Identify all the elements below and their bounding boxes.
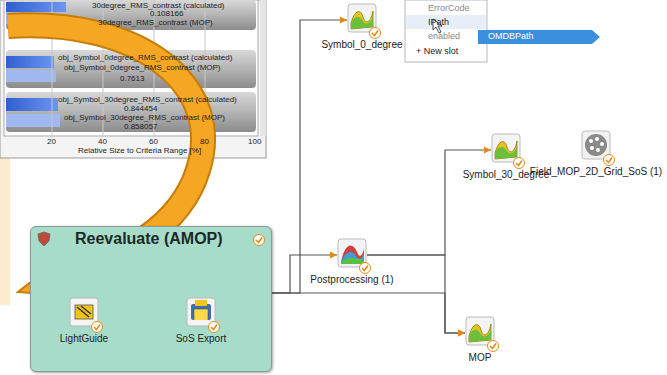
arrow-head xyxy=(458,330,465,337)
connector xyxy=(272,20,347,293)
chart-bar xyxy=(6,2,66,12)
connector xyxy=(367,255,465,333)
axis-tick: 60 xyxy=(149,137,158,146)
chart-value: 0.858057 xyxy=(124,122,157,131)
node-label: Field_MOP_2D_Grid_SoS (1) xyxy=(528,166,665,177)
context-menu xyxy=(405,0,487,62)
chart-series-label: 30degree_RMS_contrast (MOP) xyxy=(98,18,213,27)
node-label: Symbol_0_degree xyxy=(319,39,405,50)
chart-series-label: 30degree_RMS_contrast (calculated) xyxy=(92,1,225,10)
arrow-head xyxy=(484,147,491,154)
menu-gap xyxy=(407,52,413,53)
axis-tick: 40 xyxy=(98,137,107,146)
node-label: MOP xyxy=(463,352,497,363)
group-title: Reevaluate (AMOP) xyxy=(75,230,223,248)
workflow-node: LightGuide xyxy=(58,297,111,346)
tooltip-text: OMDBPath xyxy=(488,31,534,41)
workflow-node: SoS Export xyxy=(174,297,229,346)
workflow-node: Symbol_0_degree xyxy=(319,3,405,52)
menu-item: + New slot xyxy=(416,46,458,56)
axis-tick: 100 xyxy=(248,137,261,146)
axis-tick: 80 xyxy=(200,137,209,146)
chart-series-label: obj_Symbol_0degree_RMS_contrast (calcula… xyxy=(58,53,232,62)
arrow-head xyxy=(458,330,465,337)
chart-bar xyxy=(6,56,54,68)
chart-series-label: obj_Symbol_30degree_RMS_contrast (MOP) xyxy=(64,113,225,122)
chart-value: 0.844454 xyxy=(124,104,157,113)
tooltip-box xyxy=(478,30,600,44)
workflow-node: Field_MOP_2D_Grid_SoS (1) xyxy=(528,130,665,179)
chart-bar xyxy=(6,70,56,82)
menu-item: ErrorCode xyxy=(428,3,470,13)
menu-highlight xyxy=(406,15,486,29)
node-label: SoS Export xyxy=(174,333,229,344)
chart-value: 0.108166 xyxy=(150,9,183,18)
chart-series-label: obj_Symbol_30degree_RMS_contrast (calcul… xyxy=(58,95,237,104)
chart-row xyxy=(6,50,256,88)
arrow-head xyxy=(330,252,337,259)
workflow-node: Postprocessing (1) xyxy=(308,238,396,287)
axis-tick: 20 xyxy=(47,137,56,146)
node-label: Postprocessing (1) xyxy=(308,274,396,285)
node-label: LightGuide xyxy=(58,333,111,344)
connector xyxy=(272,293,465,333)
workflow-node: MOP xyxy=(463,316,497,365)
shield-icon xyxy=(37,231,51,251)
axis-title: Relative Size to Criteria Range [%] xyxy=(78,146,201,155)
chart-bar xyxy=(6,98,58,111)
chart-series-label: obj_Symbol_0degree_RMS_contrast (MOP) xyxy=(64,63,221,72)
arrow-head xyxy=(340,17,347,24)
status-check xyxy=(253,232,265,250)
menu-item: enabled xyxy=(428,31,460,41)
chart-row xyxy=(6,92,256,132)
group-box: Reevaluate (AMOP) LightGuide SoS Export xyxy=(30,226,272,372)
chart-value: 0.7613 xyxy=(120,74,144,83)
connector xyxy=(367,150,491,255)
menu-item: IPath xyxy=(428,17,449,27)
chart-side-labels xyxy=(260,0,266,136)
